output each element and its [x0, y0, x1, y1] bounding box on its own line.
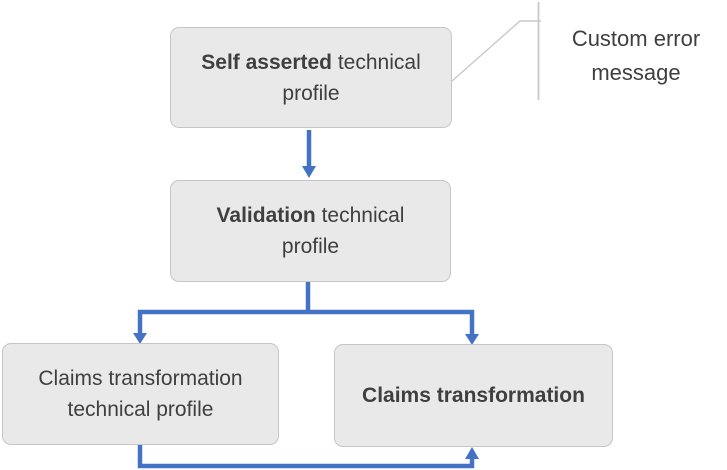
node-validation-technical-profile: Validation technical profile	[170, 180, 451, 282]
node-label-bold: Validation	[216, 204, 316, 227]
node-label: Self asserted technical profile	[189, 47, 433, 109]
node-label-bold: Claims transformation	[362, 384, 585, 407]
node-self-asserted-technical-profile: Self asserted technical profile	[170, 27, 452, 128]
node-label-rest: technical profile	[282, 50, 421, 105]
node-claims-transformation-technical-profile: Claims transformation technical profile	[2, 343, 279, 445]
arrowhead-into-claims-transformation-bottom	[465, 447, 479, 459]
node-label-bold: Self asserted	[201, 50, 333, 74]
node-label-rest: Claims transformation technical profile	[38, 367, 243, 421]
node-claims-transformation: Claims transformation	[334, 344, 613, 447]
arrowhead-into-validation	[302, 166, 316, 178]
node-label: Validation technical profile	[189, 200, 432, 262]
node-label-rest: technical profile	[281, 204, 405, 258]
connector-claims-tp-to-claims-transformation	[137, 445, 475, 469]
node-label: Claims transformation technical profile	[21, 363, 260, 425]
node-label: Claims transformation	[362, 380, 585, 411]
custom-error-message-label: Custom error message	[571, 26, 701, 85]
callout-leader-line	[451, 20, 541, 82]
connector-validation-branch	[137, 309, 475, 335]
